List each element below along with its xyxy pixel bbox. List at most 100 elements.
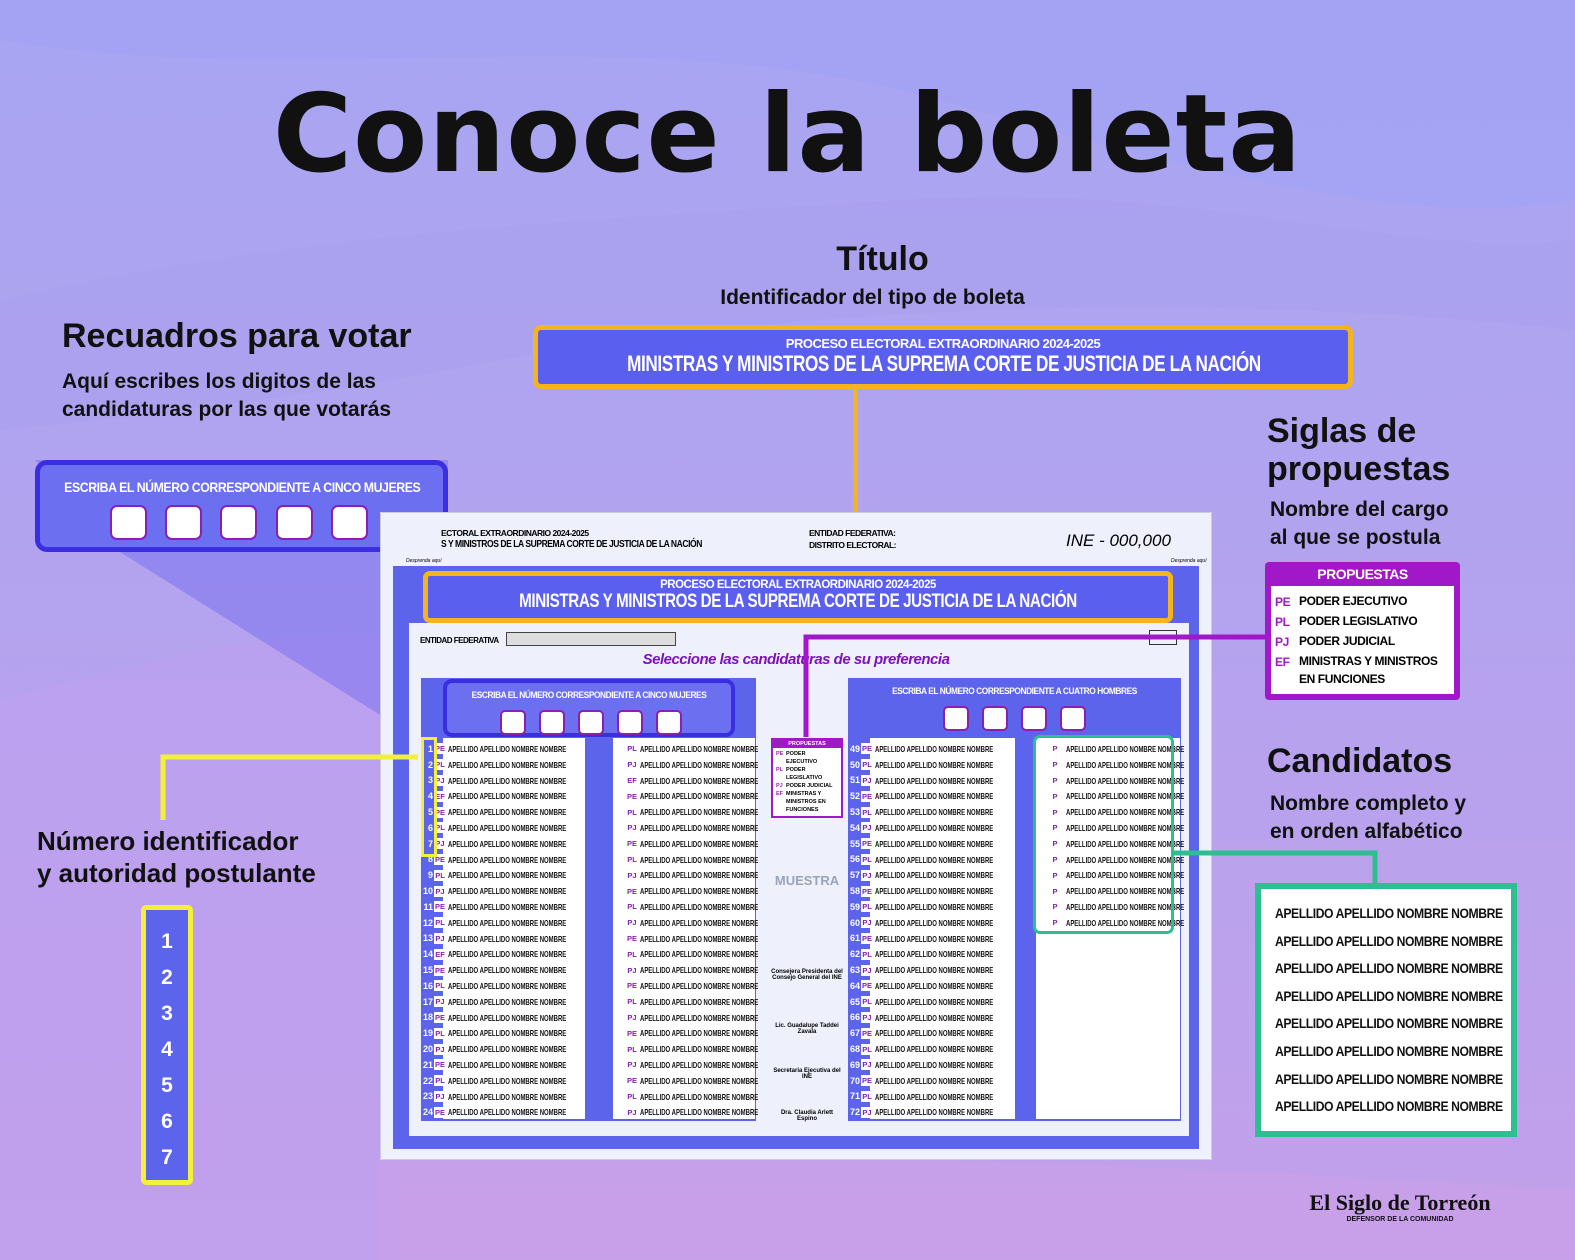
entidad-field[interactable] <box>506 632 676 646</box>
vote-box[interactable] <box>276 505 313 540</box>
vote-box[interactable] <box>539 710 565 735</box>
vote-box[interactable] <box>617 710 643 735</box>
vote-box[interactable] <box>331 505 368 540</box>
vote-box[interactable] <box>500 710 526 735</box>
vote-box[interactable] <box>982 706 1008 731</box>
vote-box[interactable] <box>943 706 969 731</box>
vote-box[interactable] <box>165 505 202 540</box>
vote-box[interactable] <box>220 505 257 540</box>
vote-box[interactable] <box>578 710 604 735</box>
vote-box[interactable] <box>110 505 147 540</box>
vote-box[interactable] <box>1060 706 1086 731</box>
vote-box[interactable] <box>656 710 682 735</box>
vote-box[interactable] <box>1021 706 1047 731</box>
distrito-field[interactable] <box>1149 630 1177 645</box>
